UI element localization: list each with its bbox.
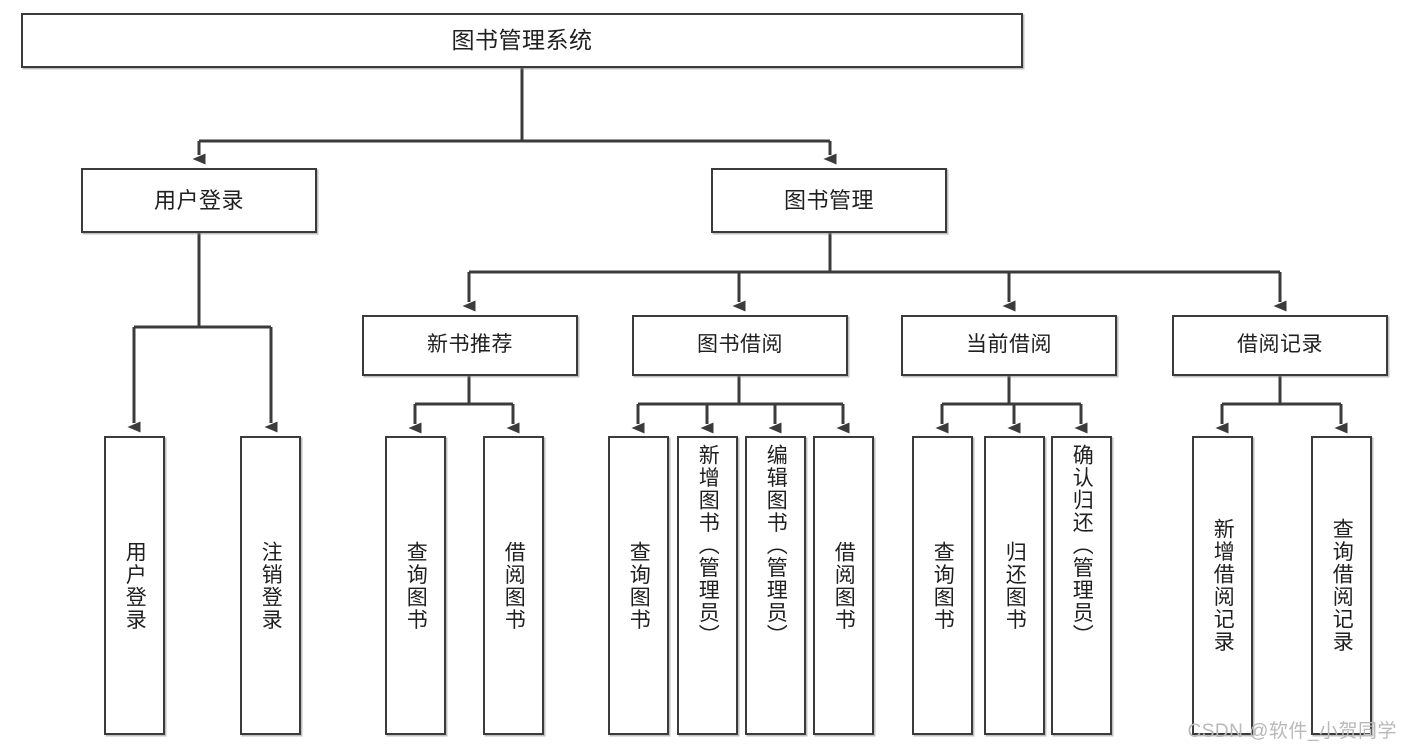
node-label: 当前借阅 bbox=[966, 333, 1052, 357]
node-label: 图书管理 bbox=[783, 187, 874, 213]
node-label: 用户登录 bbox=[153, 187, 244, 213]
node-label: 编辑图书（管理员） bbox=[764, 444, 788, 647]
node-label: 新增借阅记录 bbox=[1211, 518, 1235, 653]
node-book-management-system[interactable]: 图书管理系统 bbox=[21, 13, 1023, 68]
leaf-node[interactable]: 编辑图书（管理员） bbox=[745, 436, 806, 735]
node-book-management[interactable]: 图书管理 bbox=[711, 168, 947, 233]
leaf-node[interactable]: 归还图书 bbox=[984, 436, 1045, 735]
node-current-borrowing[interactable]: 当前借阅 bbox=[901, 315, 1117, 376]
leaf-node[interactable]: 确认归还（管理员） bbox=[1051, 436, 1112, 735]
node-label: 查询借阅记录 bbox=[1330, 518, 1354, 653]
node-user-login[interactable]: 用户登录 bbox=[81, 168, 317, 233]
node-label: 查询图书 bbox=[627, 540, 651, 631]
leaf-node[interactable]: 借阅图书 bbox=[483, 436, 544, 735]
leaf-node[interactable]: 查询图书 bbox=[912, 436, 973, 735]
node-label: 归还图书 bbox=[1003, 540, 1027, 631]
node-label: 确认归还（管理员） bbox=[1070, 444, 1094, 647]
node-label: 图书借阅 bbox=[697, 333, 783, 357]
leaf-node[interactable]: 新增图书（管理员） bbox=[677, 436, 738, 735]
node-new-book-recommendation[interactable]: 新书推荐 bbox=[362, 315, 578, 376]
leaf-node[interactable]: 借阅图书 bbox=[813, 436, 874, 735]
leaf-node[interactable]: 注销登录 bbox=[240, 436, 301, 735]
leaf-node[interactable]: 查询借阅记录 bbox=[1311, 436, 1372, 735]
node-borrow-records[interactable]: 借阅记录 bbox=[1172, 315, 1388, 376]
node-label: 查询图书 bbox=[404, 540, 428, 631]
leaf-node[interactable]: 新增借阅记录 bbox=[1192, 436, 1253, 735]
node-label: 图书管理系统 bbox=[451, 26, 593, 53]
leaf-node[interactable]: 查询图书 bbox=[385, 436, 446, 735]
leaf-node[interactable]: 查询图书 bbox=[608, 436, 669, 735]
node-label: 用户登录 bbox=[123, 540, 147, 631]
node-label: 借阅图书 bbox=[832, 540, 856, 631]
node-label: 新增图书（管理员） bbox=[696, 444, 720, 647]
node-label: 借阅图书 bbox=[502, 540, 526, 631]
leaf-node[interactable]: 用户登录 bbox=[104, 436, 165, 735]
node-book-borrowing[interactable]: 图书借阅 bbox=[632, 315, 848, 376]
node-label: 注销登录 bbox=[259, 540, 283, 631]
node-label: 查询图书 bbox=[931, 540, 955, 631]
node-label: 新书推荐 bbox=[427, 333, 513, 357]
node-label: 借阅记录 bbox=[1237, 333, 1323, 357]
